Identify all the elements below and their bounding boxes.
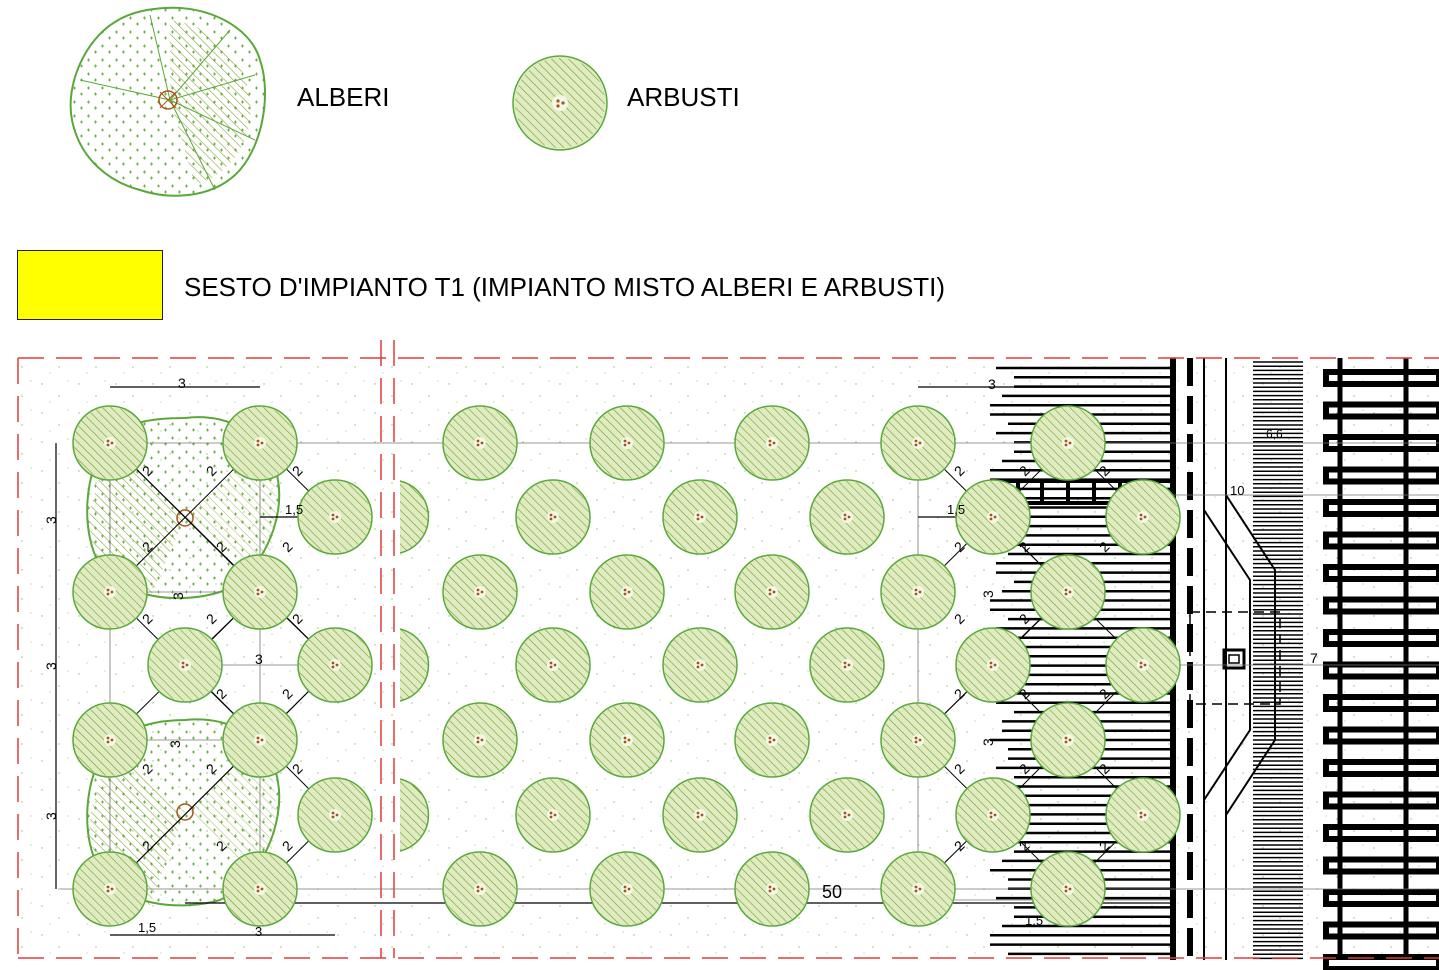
- dim-vert-right-1: 3: [980, 590, 996, 598]
- dim-vert-center-1: 3: [170, 592, 186, 600]
- shrub-18: [442, 702, 518, 778]
- dim-top-right: 3: [988, 376, 996, 392]
- shrub-22: [589, 702, 665, 778]
- dim-bottom-width: 3: [255, 924, 262, 939]
- shrub-6: [222, 554, 298, 630]
- dim-offset-left: 1,5: [285, 502, 303, 517]
- shrub-27: [734, 851, 810, 927]
- dim-bottom-offset: 1,5: [138, 920, 156, 935]
- shrub-41: [955, 479, 1031, 555]
- shrub-28: [880, 405, 956, 481]
- shrub-45: [1030, 554, 1106, 630]
- planting-layout-label: SESTO D'IMPIANTO T1 (IMPIANTO MISTO ALBE…: [184, 272, 946, 302]
- plot-boundary: [17, 340, 1439, 959]
- shrub-47: [1030, 851, 1106, 927]
- shrub-35: [662, 479, 738, 555]
- shrub-26: [734, 702, 810, 778]
- shrub-38: [809, 479, 885, 555]
- shrub-grid: [72, 405, 1181, 927]
- shrub-25: [734, 554, 810, 630]
- shrub-12: [297, 777, 373, 853]
- shrub-15: [399, 778, 430, 852]
- dim-vert-right-2: 3: [980, 738, 996, 746]
- trees-legend-label: ALBERI: [297, 82, 390, 112]
- shrub-19: [442, 851, 518, 927]
- shrub-36: [662, 627, 738, 703]
- shrub-50: [1105, 777, 1181, 853]
- dim-road-3: 7: [1310, 650, 1318, 666]
- shrub-44: [1030, 405, 1106, 481]
- shrub-10: [297, 479, 373, 555]
- planting-layout-swatch: [17, 250, 163, 320]
- shrub-13: [399, 480, 430, 554]
- shrub-11: [297, 627, 373, 703]
- shrub-42: [955, 627, 1031, 703]
- shrub-39: [809, 627, 885, 703]
- shrub-34: [515, 777, 591, 853]
- shrub-21: [589, 554, 665, 630]
- dim-offset-right: 1,5: [947, 502, 965, 517]
- shrub-31: [880, 851, 956, 927]
- shrub-24: [734, 405, 810, 481]
- shrub-legend-symbol: [512, 55, 608, 151]
- shrub-37: [662, 777, 738, 853]
- shrub-16: [442, 405, 518, 481]
- dim-bottom-right-offset: 1,5: [1025, 913, 1043, 928]
- shrub-2: [72, 554, 148, 630]
- shrub-33: [515, 627, 591, 703]
- dim-left-1: 3: [43, 516, 59, 524]
- dim-mid-width: 3: [255, 651, 263, 667]
- dim-total-length: 50: [822, 882, 842, 902]
- shrub-5: [222, 405, 298, 481]
- shrub-48: [1105, 479, 1181, 555]
- shrub-46: [1030, 702, 1106, 778]
- shrub-17: [442, 554, 518, 630]
- tree-legend-symbol: [69, 6, 266, 197]
- dim-vert-center-2: 3: [167, 740, 183, 748]
- shrub-32: [515, 479, 591, 555]
- dim-road-2: 10: [1230, 483, 1244, 498]
- shrub-1: [72, 405, 148, 481]
- dim-top-left: 3: [178, 375, 186, 391]
- shrub-49: [1105, 627, 1181, 703]
- shrub-4: [72, 851, 148, 927]
- shrub-8: [222, 851, 298, 927]
- dim-left-2: 3: [43, 662, 59, 670]
- shrub-23: [589, 851, 665, 927]
- shrub-20: [589, 405, 665, 481]
- shrub-7: [222, 702, 298, 778]
- shrub-14: [399, 628, 430, 702]
- shrub-40: [809, 777, 885, 853]
- shrub-43: [955, 777, 1031, 853]
- shrubs-legend-label: ARBUSTI: [627, 82, 740, 112]
- shrub-30: [880, 702, 956, 778]
- shrub-29: [880, 554, 956, 630]
- shrub-3: [72, 702, 148, 778]
- shrub-9: [147, 627, 223, 703]
- dim-road-1: 6,6: [1266, 427, 1283, 441]
- dim-left-3: 3: [43, 812, 59, 820]
